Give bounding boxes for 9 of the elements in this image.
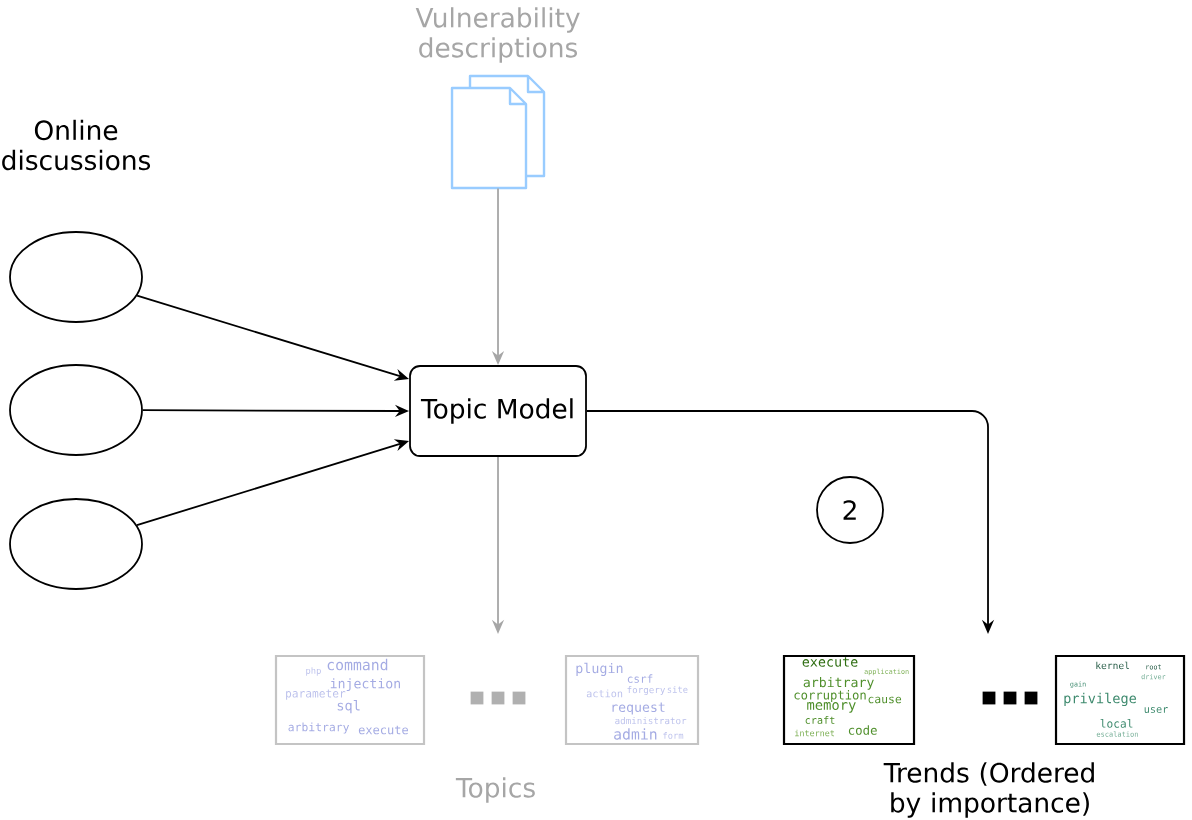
heading: Vulnerability descriptions [415,7,580,63]
label: Topics [455,777,535,803]
ellipse [9,231,143,323]
ellipse [9,498,143,590]
ellipse [9,364,143,456]
label: Online discussions [2,119,151,171]
label: Trends (Ordered by importance) [883,762,1094,818]
process-box: Topic Model [409,365,587,457]
callout-number: 2 [816,476,884,544]
